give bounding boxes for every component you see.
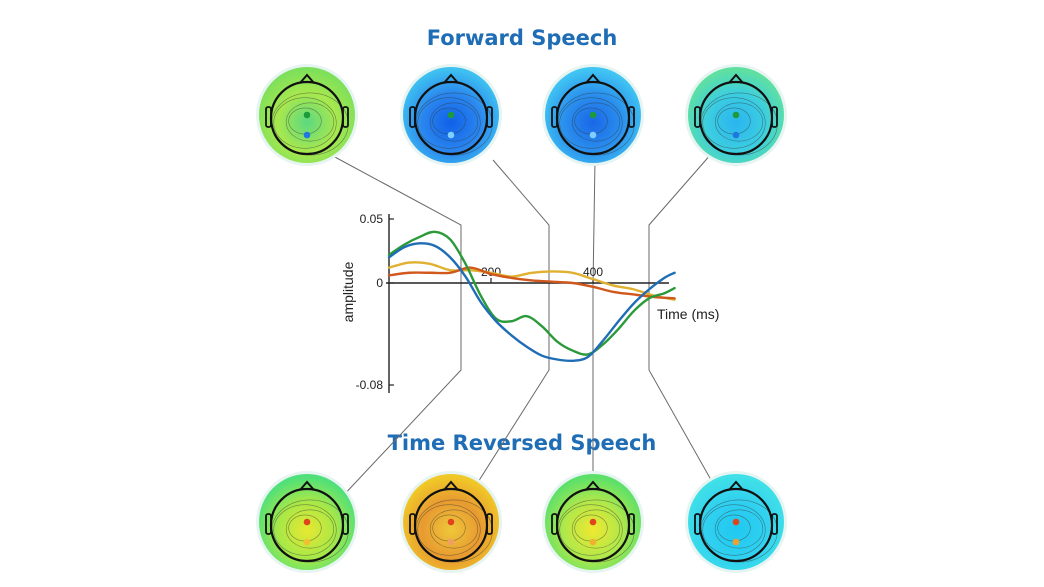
electrode-dot — [447, 131, 455, 139]
electrode-dot — [589, 518, 597, 526]
left-ear — [694, 513, 701, 535]
electrode-dot — [589, 538, 597, 546]
connector-line-4 — [648, 152, 729, 511]
left-ear — [409, 106, 416, 128]
contour-line — [429, 509, 479, 549]
electrode-dot — [303, 538, 311, 546]
electrode-dot — [303, 111, 311, 119]
reversed-topomap-4 — [685, 471, 787, 573]
x-tick-label: 400 — [583, 265, 603, 279]
reversed-topomap-1 — [256, 471, 358, 573]
forward-topomap-2 — [400, 64, 502, 166]
nose — [299, 73, 315, 84]
series-line-1 — [387, 230, 676, 356]
right-ear — [771, 106, 778, 128]
forward-topomap-3 — [542, 64, 644, 166]
contour-line — [417, 504, 481, 556]
nose — [585, 480, 601, 491]
left-ear — [551, 513, 558, 535]
y-tick-label: -0.08 — [356, 378, 384, 392]
time-reversed-speech-title: Time Reversed Speech — [387, 431, 657, 455]
reversed-topomap-3 — [542, 471, 644, 573]
contour-line — [429, 102, 479, 142]
y-tick-label: 0.05 — [360, 212, 384, 226]
contour-line — [285, 509, 335, 549]
forward-speech-title: Forward Speech — [426, 26, 618, 50]
y-axis-label: amplitude — [340, 261, 356, 322]
topographic-maps — [256, 64, 787, 573]
contour-line — [285, 102, 335, 142]
nose — [299, 480, 315, 491]
contour-line — [714, 509, 764, 549]
electrode-dot — [447, 518, 455, 526]
connector-line-3 — [592, 159, 596, 520]
connector-lines — [332, 152, 729, 521]
nose — [443, 73, 459, 84]
electrode-dot — [303, 518, 311, 526]
x-axis-label: Time (ms) — [657, 306, 719, 322]
left-ear — [265, 106, 272, 128]
right-ear — [771, 513, 778, 535]
electrode-dot — [732, 538, 740, 546]
contour-line — [702, 97, 766, 149]
right-ear — [486, 513, 493, 535]
nose — [585, 73, 601, 84]
electrode-dot — [732, 111, 740, 119]
nose — [728, 73, 744, 84]
series-line-3 — [387, 261, 676, 301]
contour-line — [571, 102, 621, 142]
contour-line — [273, 97, 337, 149]
reversed-topomap-2 — [400, 471, 502, 573]
electrode-dot — [447, 111, 455, 119]
left-ear — [551, 106, 558, 128]
right-ear — [342, 513, 349, 535]
electrode-dot — [732, 131, 740, 139]
contour-line — [417, 97, 481, 149]
left-ear — [265, 513, 272, 535]
nose — [443, 480, 459, 491]
connector-line-1 — [332, 155, 462, 499]
electrode-dot — [732, 518, 740, 526]
electrode-dot — [303, 131, 311, 139]
contour-line — [571, 509, 621, 549]
electrode-dot — [589, 111, 597, 119]
right-ear — [628, 513, 635, 535]
y-tick-label: 0 — [376, 276, 383, 290]
contour-line — [559, 97, 623, 149]
contour-line — [559, 504, 623, 556]
series-line-4 — [387, 266, 676, 300]
contour-line — [702, 504, 766, 556]
electrode-dot — [447, 538, 455, 546]
right-ear — [486, 106, 493, 128]
forward-topomap-1 — [256, 64, 358, 166]
series-line-2 — [387, 242, 676, 363]
left-ear — [409, 513, 416, 535]
contour-line — [273, 504, 337, 556]
left-ear — [694, 106, 701, 128]
electrode-dot — [589, 131, 597, 139]
nose — [728, 480, 744, 491]
forward-topomap-4 — [685, 64, 787, 166]
contour-line — [714, 102, 764, 142]
right-ear — [342, 106, 349, 128]
connector-line-2 — [453, 159, 550, 521]
right-ear — [628, 106, 635, 128]
